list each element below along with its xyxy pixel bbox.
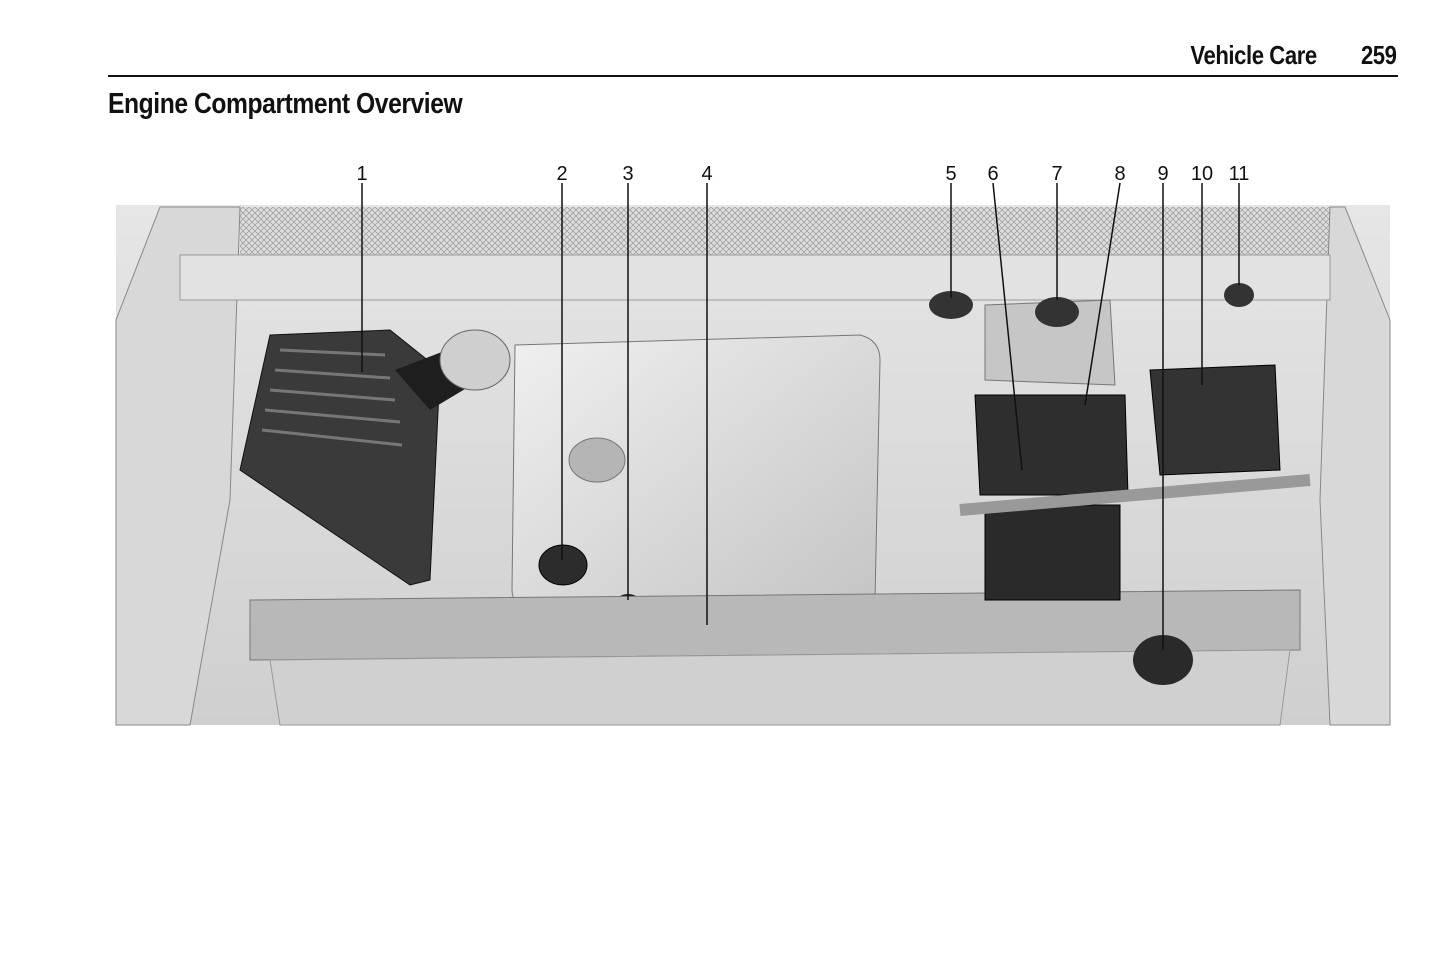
- callout-11: 11: [1229, 163, 1250, 185]
- page-title: Engine Compartment Overview: [108, 88, 463, 120]
- callout-9: 9: [1157, 163, 1168, 185]
- page-number: 259: [1361, 40, 1397, 70]
- illustration-body: [115, 205, 1391, 726]
- running-header: Vehicle Care 259: [1190, 40, 1398, 71]
- callout-1: 1: [356, 163, 367, 185]
- callout-7: 7: [1051, 163, 1062, 185]
- callout-6: 6: [987, 163, 998, 185]
- section-name: Vehicle Care: [1190, 40, 1318, 70]
- callout-2: 2: [556, 163, 567, 185]
- callout-lines: [361, 182, 1240, 650]
- callout-8: 8: [1114, 163, 1125, 185]
- header-rule: [108, 75, 1398, 77]
- callout-4: 4: [701, 163, 712, 185]
- callout-10: 10: [1191, 163, 1213, 185]
- callout-5: 5: [945, 163, 956, 185]
- callout-3: 3: [622, 163, 633, 185]
